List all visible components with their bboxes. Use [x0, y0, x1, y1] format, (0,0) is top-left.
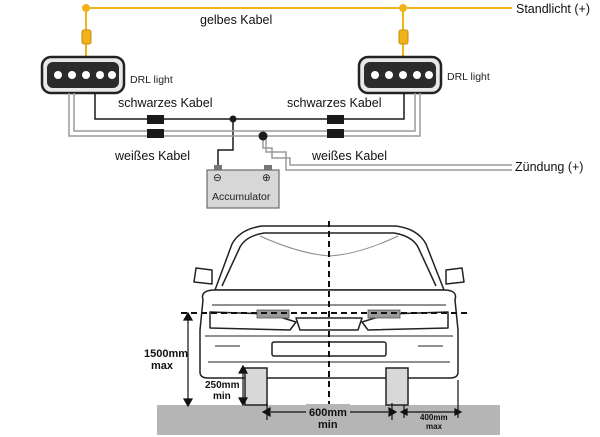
mounting-diagram: 1500mm max 250mm min 600mm min 4 [144, 221, 500, 435]
height-min-value: 250mm [205, 380, 240, 391]
black-cable-left-label: schwarzes Kabel [118, 96, 213, 110]
white-cable-left-label: weißes Kabel [114, 149, 190, 163]
spacing-label-bg [306, 404, 350, 430]
white-cable-right-label: weißes Kabel [311, 149, 387, 163]
height-max-unit: max [151, 360, 174, 372]
tyre-right [385, 367, 409, 406]
black-junction [229, 115, 237, 123]
ignition-junction [258, 131, 268, 141]
yellow-cable-label: gelbes Kabel [200, 13, 272, 27]
tyre-left [244, 367, 268, 406]
accumulator-battery [206, 165, 280, 209]
black-cable-right-label: schwarzes Kabel [287, 96, 382, 110]
battery-plus: ⊕ [262, 172, 271, 184]
black-connector-right [327, 115, 344, 124]
edge-max-dimension [399, 380, 463, 418]
white-connector-right [327, 129, 344, 138]
black-wires [94, 93, 405, 165]
wiring-diagram: gelbes Kabel Standlicht (+) DRL light DR… [40, 2, 590, 209]
ignition-label: Zündung (+) [515, 160, 583, 174]
drl-light-left-label: DRL light [130, 74, 173, 86]
parking-light-label: Standlicht (+) [516, 2, 590, 16]
drl-light-right [357, 55, 443, 95]
drl-light-right-label: DRL light [447, 71, 490, 83]
accumulator-label: Accumulator [212, 191, 271, 203]
white-wires [68, 93, 512, 171]
height-min-dimension [237, 364, 249, 407]
spacing-min-value: 600mm [309, 407, 347, 419]
yellow-wires [85, 7, 512, 58]
yellow-junction-right [399, 4, 407, 12]
white-connector-left [147, 129, 164, 138]
yellow-junction-left [82, 4, 90, 12]
battery-minus: ⊖ [213, 172, 222, 184]
spacing-min-unit: min [318, 419, 338, 431]
fuse-right [398, 29, 409, 45]
edge-max-value: 400mm [420, 413, 448, 422]
height-max-value: 1500mm [144, 348, 188, 360]
fuse-left [81, 29, 92, 45]
black-connector-left [147, 115, 164, 124]
drl-light-left [40, 55, 126, 95]
height-max-dimension [182, 311, 194, 408]
edge-max-unit: max [426, 422, 443, 431]
height-min-unit: min [213, 391, 231, 402]
